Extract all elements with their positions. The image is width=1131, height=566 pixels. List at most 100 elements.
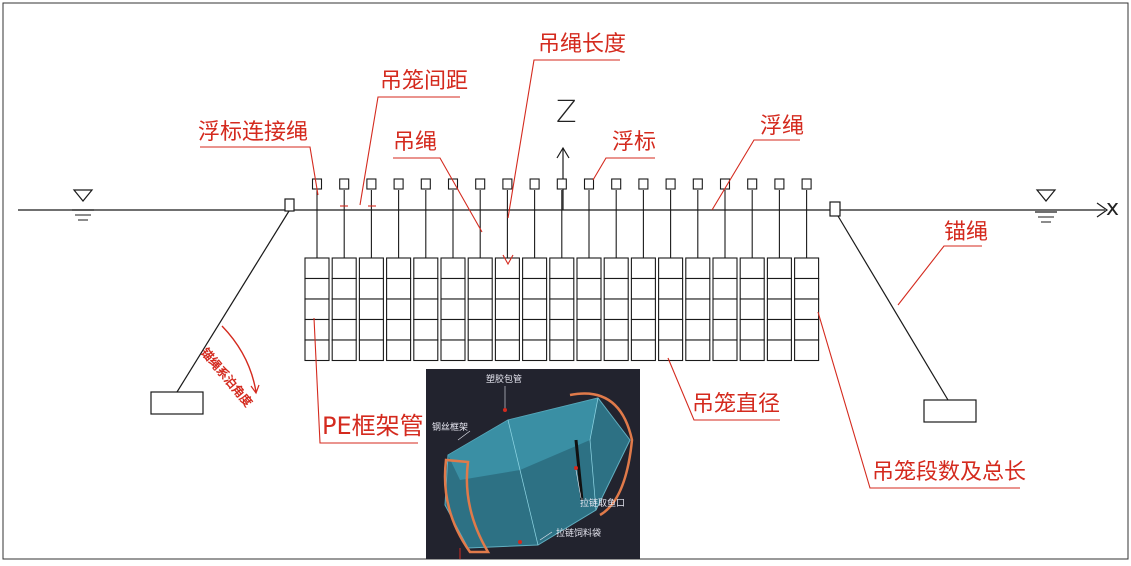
cage-segment — [386, 298, 412, 321]
cage-segment — [386, 339, 412, 362]
cage-segment — [549, 298, 575, 321]
cage-segment — [766, 318, 792, 341]
cage-segment — [467, 318, 493, 341]
cage-segment — [413, 257, 439, 280]
anchor-angle-arc-arrow — [250, 384, 260, 395]
cage-segment — [331, 298, 357, 321]
label-buoy: 浮标 — [612, 130, 657, 155]
cage-segment — [766, 277, 792, 300]
label-buoy-connect-rope: 浮标连接绳 — [198, 120, 309, 145]
leader-anchor-rope — [897, 245, 982, 306]
buoy — [420, 178, 431, 190]
cage-segment — [386, 277, 412, 300]
inset-net-top — [448, 398, 598, 480]
cage-segment — [794, 298, 820, 321]
cage-segment — [603, 277, 629, 300]
cage-segment — [386, 257, 412, 280]
cage-segment — [304, 298, 330, 321]
label-cage-spacing: 吊笼间距 — [380, 69, 469, 94]
leader-hanging-rope — [393, 157, 483, 233]
cage-segment — [358, 257, 384, 280]
cage-segment — [494, 257, 520, 280]
label-pe-frame-pipe: PE框架管 — [322, 414, 424, 438]
cage-segment — [739, 277, 765, 300]
cage-segment — [685, 298, 711, 321]
label-anchor-rope: 锚绳 — [944, 220, 989, 245]
cage-segment — [494, 298, 520, 321]
leader-float-rope — [711, 139, 800, 211]
cage-photo-inset — [426, 369, 640, 559]
cage-segment — [712, 318, 738, 341]
cage-segment — [630, 257, 656, 280]
cage-segment — [304, 318, 330, 341]
cage-segment — [413, 339, 439, 362]
water-level-symbol-left — [72, 189, 94, 221]
leader-length-arrow — [502, 254, 514, 266]
cage-segment — [794, 339, 820, 362]
cage-segment — [658, 277, 684, 300]
cage-segment — [685, 318, 711, 341]
inset-label-zipper-feed: 拉链饲料袋 — [556, 529, 602, 539]
cage-segment — [603, 318, 629, 341]
cage-segment — [766, 257, 792, 280]
cage-segment — [766, 298, 792, 321]
cage-segment — [440, 318, 466, 341]
buoy — [502, 178, 513, 190]
float-connector-left — [284, 198, 295, 212]
cage-segment — [712, 339, 738, 362]
cage-segment — [739, 298, 765, 321]
x-axis-label: x — [1106, 196, 1120, 221]
cage-segment — [658, 318, 684, 341]
inset-ring-front — [443, 458, 491, 554]
cage-segment — [549, 339, 575, 362]
anchor-rope-left — [176, 210, 290, 393]
leader-buoy — [592, 157, 655, 181]
cage-segment — [712, 298, 738, 321]
cage-segment — [603, 257, 629, 280]
leader-hanging-rope-length — [507, 59, 620, 219]
cage-segment — [467, 339, 493, 362]
label-float-rope: 浮绳 — [760, 114, 805, 139]
inset-label-plastic-pipe: 塑胶包管 — [486, 375, 523, 385]
buoy — [366, 178, 377, 190]
buoy — [801, 178, 812, 190]
anchor-angle-arc — [221, 325, 257, 393]
cage-segment — [549, 257, 575, 280]
cage-segment — [494, 339, 520, 362]
inset-label-zipper-outlet: 拉链取鱼口 — [580, 499, 626, 509]
cage-segment — [630, 318, 656, 341]
cage-segment — [630, 298, 656, 321]
cage-segment — [685, 277, 711, 300]
cage-segment — [331, 277, 357, 300]
cage-segment — [739, 318, 765, 341]
cage-segment — [413, 318, 439, 341]
cage-segment — [630, 339, 656, 362]
cage-segment — [522, 318, 548, 341]
leader-buoy-connect-rope — [200, 146, 319, 196]
cage-segment — [576, 318, 602, 341]
cage-segment — [440, 339, 466, 362]
float-connector-right — [829, 201, 841, 217]
cage-segment — [522, 339, 548, 362]
buoy — [638, 178, 649, 190]
cage-segment — [522, 298, 548, 321]
label-hanging-rope: 吊绳 — [393, 130, 438, 155]
cage-segment — [440, 298, 466, 321]
cage-segment — [685, 339, 711, 362]
cage-segment — [630, 277, 656, 300]
anchor-rope-right — [837, 215, 949, 401]
cage-segment — [522, 277, 548, 300]
buoy — [692, 178, 703, 190]
cage-segment — [304, 339, 330, 362]
cage-segment — [494, 277, 520, 300]
cage-segment — [494, 318, 520, 341]
cage-segment — [794, 257, 820, 280]
annotation-leaders — [200, 59, 1020, 489]
buoy — [747, 178, 758, 190]
cage-segment — [576, 277, 602, 300]
cage-segment — [576, 257, 602, 280]
cage-array — [304, 178, 820, 362]
cage-segment — [658, 339, 684, 362]
buoy — [556, 178, 567, 190]
cage-segment — [467, 298, 493, 321]
